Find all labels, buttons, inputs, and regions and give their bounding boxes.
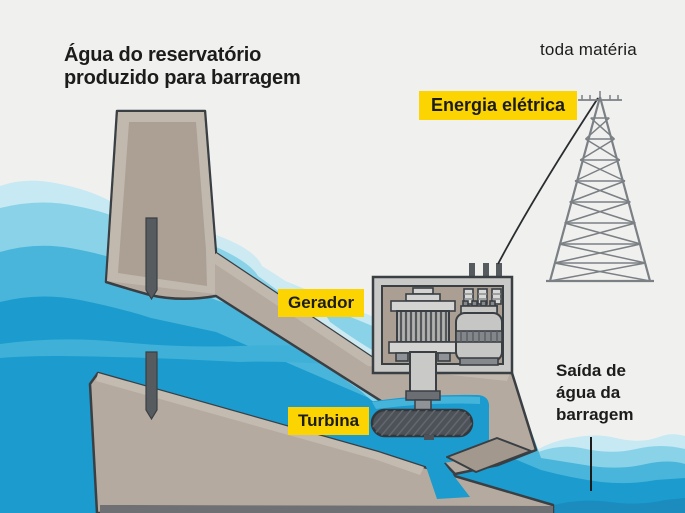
- powerhouse: [371, 263, 514, 375]
- foundation-light-band: [96, 373, 424, 475]
- water-band-dark: [550, 498, 685, 513]
- title-line-1: Água do reservatório: [64, 44, 262, 66]
- transformer-unit: [455, 288, 503, 366]
- label-gerador: Gerador: [278, 289, 365, 317]
- generator-foot-left: [395, 352, 409, 362]
- title-line-2: produzido para barragem: [64, 67, 301, 89]
- label-turbina: Turbina: [288, 407, 370, 435]
- roof-terminal-1: [469, 263, 475, 278]
- transmission-tower: [546, 91, 654, 283]
- intake-gate-lower: [145, 351, 158, 421]
- saida-line-2: água da: [556, 383, 621, 402]
- turbine-hub-tab: [424, 435, 434, 440]
- turbine-hatch: [372, 410, 472, 436]
- generator-top-plate: [390, 300, 456, 312]
- transformer-band-ribs: [460, 331, 498, 342]
- saida-line-3: barragem: [556, 405, 634, 424]
- shaft-housing: [409, 351, 437, 393]
- generator-cap: [405, 293, 441, 302]
- generator-ribs: [399, 312, 448, 341]
- dam-tower-inner-panel: [118, 122, 207, 286]
- power-line-wire: [497, 97, 599, 265]
- saida-line-1: Saída de: [556, 361, 626, 380]
- brand-logo: toda matéria: [540, 40, 637, 59]
- dam-slope-light-strip: [212, 253, 510, 381]
- roof-terminal-3: [496, 263, 502, 278]
- water-channel-highlight: [0, 339, 378, 369]
- label-saida-de-agua: Saída de água da barragem: [556, 360, 633, 426]
- shaft-coupling: [405, 390, 441, 401]
- draft-tube-lip: [446, 437, 532, 473]
- transformer-base: [459, 357, 499, 366]
- roof-terminal-2: [483, 263, 489, 278]
- label-energia-eletrica: Energia elétrica: [419, 91, 578, 120]
- generator-foot-right: [437, 352, 451, 362]
- turbine-runner: [370, 408, 474, 440]
- diagram-title: Água do reservatório produzido para barr…: [64, 44, 301, 90]
- intake-gate-upper: [145, 217, 158, 301]
- foundation-dark-strip: [100, 505, 553, 513]
- generator-unit: [388, 287, 458, 362]
- generator-cap-top: [412, 287, 434, 295]
